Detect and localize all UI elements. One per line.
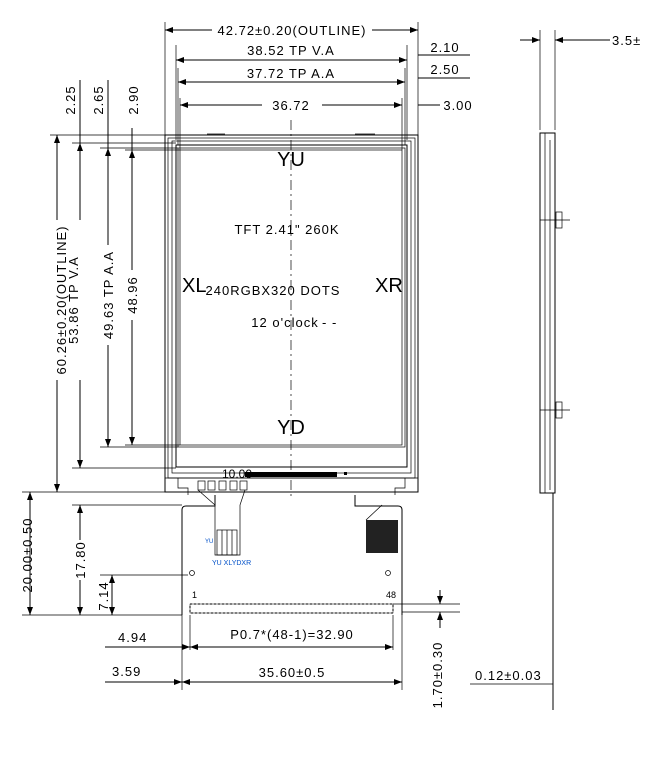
pitch-label: P0.7*(48-1)=32.90 [230, 627, 354, 642]
resolution-label: 240RGBX320 DOTS [206, 283, 341, 298]
fpc-total-height-label: 20.00±0.50 [20, 518, 35, 593]
yu-label: YU [277, 149, 305, 171]
orientation-label: 12 o'clock [251, 315, 318, 330]
touch-pins-label: YU XLYDXR [212, 560, 251, 567]
tp-aa-width-label: 37.72 TP A.A [247, 66, 335, 81]
offset-210-label: 2.10 [430, 40, 459, 55]
tp-va-width-label: 38.52 TP V.A [247, 43, 335, 58]
active-height-label: 48.96 [125, 276, 140, 314]
fpc-thickness-label: 0.12±0.03 [475, 668, 542, 683]
offset-300-label: 3.00 [443, 98, 472, 113]
side-view: 3.5± 0.12±0.03 [470, 30, 641, 710]
lcd-panel: YU YD XL XR TFT 2.41" 260K 240RGBX320 DO… [164, 120, 419, 500]
yd-label: YD [277, 417, 305, 439]
touch-yu-small-label: YU [205, 539, 213, 545]
fpc-dimensions: 20.00±0.50 17.80 7.14 4.94 P0.7*(48-1)=3… [20, 492, 445, 708]
tp-aa-height-label: 49.63 TP A.A [101, 251, 116, 339]
offset-225-label: 2.25 [63, 85, 78, 114]
outline-width-label: 42.72±0.20(OUTLINE) [218, 23, 367, 38]
tail-offset-label: 1.70±0.30 [430, 642, 445, 709]
offset-250-label: 2.50 [430, 62, 459, 77]
touch-pads [197, 480, 248, 491]
fpc-cable: YU YU XLYDXR 1 48 [181, 489, 403, 615]
fpc-714-label: 7.14 [96, 581, 111, 610]
offset-265-label: 2.65 [91, 85, 106, 114]
offset-359-label: 3.59 [112, 664, 141, 679]
panel-type-label: TFT 2.41" 260K [234, 222, 339, 237]
top-dimensions: 42.72±0.20(OUTLINE) 38.52 TP V.A 37.72 T… [165, 22, 472, 113]
pin-48-label: 48 [386, 590, 396, 600]
tp-va-height-label: 53.86 TP V.A [66, 256, 81, 344]
outline-height-label: 60.26±0.20(OUTLINE) [54, 226, 69, 375]
pin-1-label: 1 [192, 590, 197, 600]
thickness-label: 3.5± [612, 33, 641, 48]
offset-290-label: 2.90 [126, 85, 141, 114]
orientation-dash: - - [322, 315, 337, 330]
xr-label: XR [375, 275, 403, 297]
active-width-label: 36.72 [272, 98, 310, 113]
offset-494-label: 4.94 [118, 630, 147, 645]
fpc-width-label: 35.60±0.5 [259, 665, 326, 680]
ic-width-label: 10.00 [222, 467, 252, 481]
fpc-1780-label: 17.80 [73, 541, 88, 579]
xl-label: XL [182, 275, 206, 297]
left-dimensions: 60.26±0.20(OUTLINE) 53.86 TP V.A 49.63 T… [48, 80, 141, 492]
